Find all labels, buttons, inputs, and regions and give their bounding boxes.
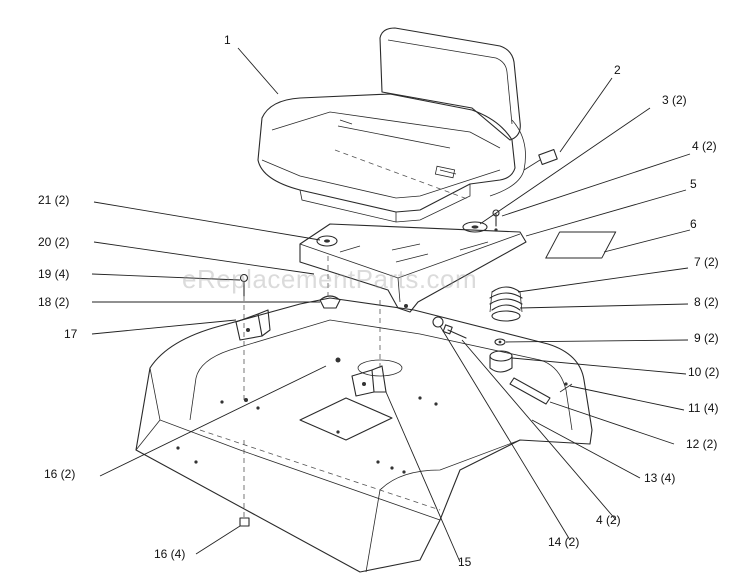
callout-10: 10 (2) xyxy=(688,365,719,379)
callout-5: 5 xyxy=(690,177,697,191)
seat xyxy=(257,27,558,223)
seat-bracket xyxy=(299,209,527,313)
latch xyxy=(509,377,573,405)
spring-stack xyxy=(489,286,523,373)
callout-14: 14 (2) xyxy=(548,535,579,549)
callout-15: 15 xyxy=(458,555,472,569)
callout-7: 7 (2) xyxy=(694,255,719,269)
callout-2: 2 xyxy=(614,63,621,77)
callout-4-upper: 4 (2) xyxy=(692,139,717,153)
callout-16-upper: 16 (2) xyxy=(44,467,75,481)
callout-labels: 1 2 3 (2) 4 (2) 5 6 7 (2) 8 (2) 9 (2) 10… xyxy=(38,33,719,569)
callout-21: 21 (2) xyxy=(38,193,69,207)
watermark: eReplacementParts.com xyxy=(182,264,477,294)
decal xyxy=(545,231,617,259)
callout-9: 9 (2) xyxy=(694,331,719,345)
callout-12: 12 (2) xyxy=(686,437,717,451)
callout-17: 17 xyxy=(64,327,78,341)
callout-4-lower: 4 (2) xyxy=(596,513,621,527)
callout-18: 18 (2) xyxy=(38,295,69,309)
callout-6: 6 xyxy=(690,217,697,231)
callout-8: 8 (2) xyxy=(694,295,719,309)
callout-11: 11 (4) xyxy=(688,401,718,415)
fender-pan xyxy=(135,297,593,573)
callout-3: 3 (2) xyxy=(662,93,687,107)
callout-20: 20 (2) xyxy=(38,235,69,249)
callout-19: 19 (4) xyxy=(38,267,69,281)
callout-16-lower: 16 (4) xyxy=(154,547,185,561)
callout-13: 13 (4) xyxy=(644,471,675,485)
leader-lines xyxy=(91,47,691,563)
callout-1: 1 xyxy=(224,33,231,47)
bolt-hardware xyxy=(432,316,467,339)
left-hardware xyxy=(235,256,341,400)
